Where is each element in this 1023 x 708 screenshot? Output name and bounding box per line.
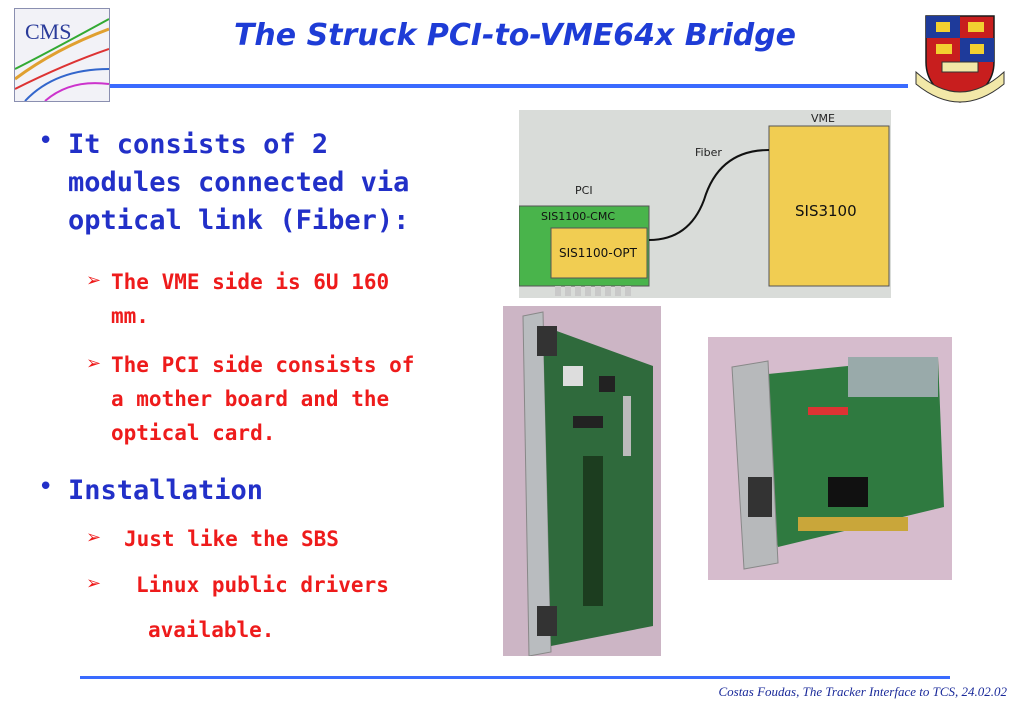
sis3100-label: SIS3100 [795, 202, 857, 220]
sis1100-opt-label: SIS1100-OPT [559, 246, 637, 260]
sub-line: available. [148, 618, 275, 642]
title-divider [110, 84, 908, 88]
sub-line: Linux public drivers [136, 573, 389, 597]
bullet-line: modules connected via [68, 167, 410, 198]
footer-text: Costas Foudas, The Tracker Interface to … [718, 684, 1007, 699]
bridge-diagram: VME Fiber PCI SIS3100 SIS1100-CMC SIS110… [519, 110, 891, 298]
arrow-bullet-icon: ➢ [86, 573, 102, 594]
footer-divider [80, 676, 950, 679]
sub-bullet-1: The VME side is 6U 160 mm. [111, 265, 501, 333]
sub-line: The VME side is 6U 160 [111, 270, 390, 294]
logo-text: CMS [25, 19, 72, 44]
bullet-line: Installation [68, 475, 264, 506]
sub-bullet-2: The PCI side consists of a mother board … [111, 348, 501, 450]
bullet-main-1: It consists of 2 modules connected via o… [68, 126, 498, 240]
pci-label: PCI [575, 184, 593, 197]
sub-line: a mother board and the [111, 387, 390, 411]
arrow-bullet-icon: ➢ [86, 527, 102, 548]
bullet-line: It consists of 2 [68, 129, 329, 160]
arrow-bullet-icon: ➢ [86, 270, 102, 291]
arrow-bullet-icon: ➢ [86, 353, 102, 374]
cms-logo: CMS [14, 8, 110, 102]
page-title: The Struck PCI-to-VME64x Bridge [233, 18, 797, 53]
sis1100-cmc-label: SIS1100-CMC [541, 210, 616, 223]
vme-board-photo [503, 306, 661, 657]
sub-line: The PCI side consists of [111, 353, 415, 377]
bullet-main-2: Installation [68, 472, 498, 510]
sub-line: mm. [111, 304, 149, 328]
sub-line: Just like the SBS [124, 527, 339, 551]
sub-bullet-4: Linux public drivers available. [136, 568, 506, 647]
bullet-line: optical link (Fiber): [68, 205, 410, 236]
imperial-crest-logo [912, 12, 1008, 106]
vme-label: VME [811, 112, 835, 125]
bullet-marker: • [38, 472, 54, 502]
pci-card-photo [708, 337, 952, 580]
fiber-label: Fiber [695, 146, 722, 159]
sub-line: optical card. [111, 421, 276, 445]
sub-bullet-3: Just like the SBS [124, 522, 504, 556]
bullet-marker: • [38, 126, 54, 156]
